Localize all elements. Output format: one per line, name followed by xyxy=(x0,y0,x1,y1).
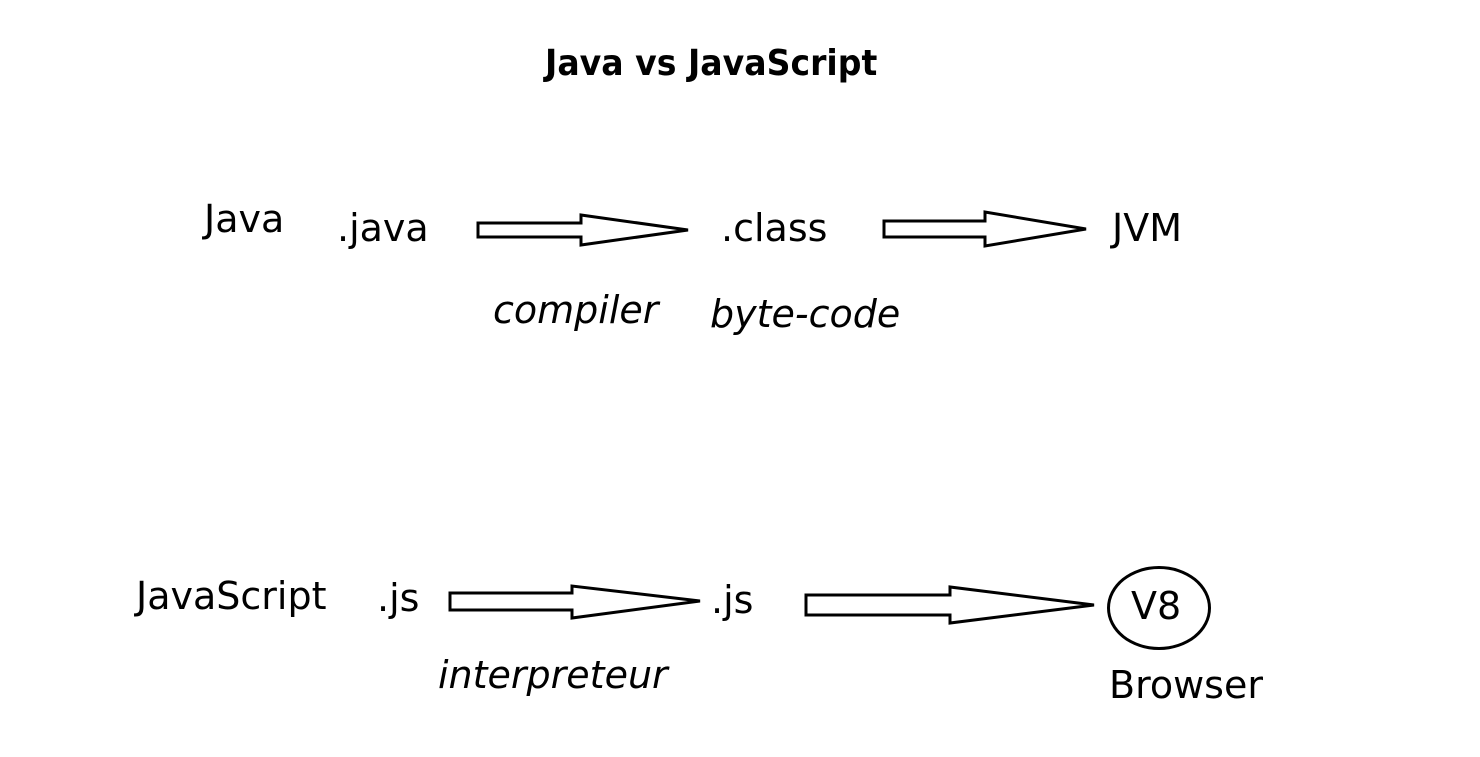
js-output-ext: .js xyxy=(711,578,754,622)
java-label: Java xyxy=(204,197,285,241)
js-label: JavaScript xyxy=(136,574,327,618)
js-engine-label: Browser xyxy=(1109,663,1263,707)
java-run-arrow xyxy=(882,210,1087,248)
js-step-label: interpreteur xyxy=(438,653,668,697)
java-output-ext: .class xyxy=(721,206,828,250)
java-compile-arrow xyxy=(476,213,689,247)
js-run-arrow xyxy=(804,585,1095,625)
java-step-label: compiler xyxy=(493,288,659,332)
diagram-title: Java vs JavaScript xyxy=(545,43,878,84)
js-engine: V8 xyxy=(1131,584,1182,628)
js-source-ext: .js xyxy=(377,576,420,620)
js-interpret-arrow xyxy=(448,584,701,620)
java-runtime: JVM xyxy=(1112,206,1182,250)
java-source-ext: .java xyxy=(337,206,429,250)
java-output-label: byte-code xyxy=(710,292,901,336)
v8-engine-circle xyxy=(1107,566,1211,650)
